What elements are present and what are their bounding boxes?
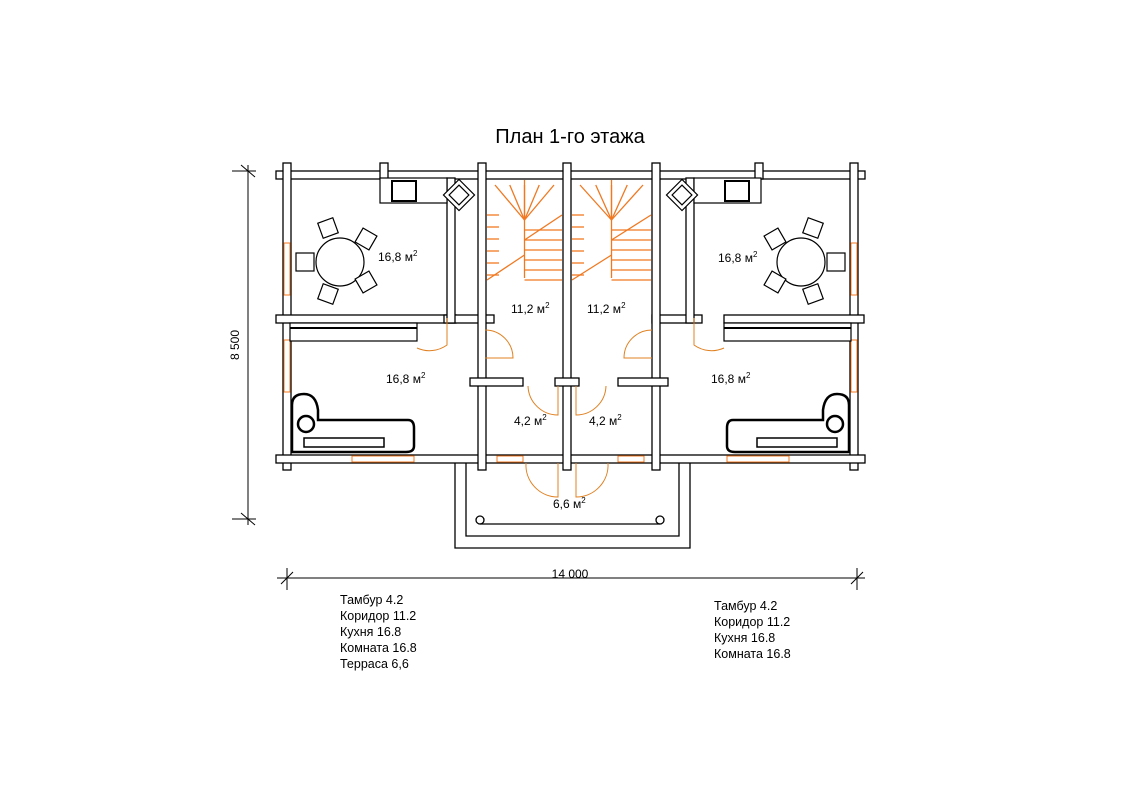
legend-right: Тамбур 4.2 Коридор 11.2 Кухня 16.8 Комна… xyxy=(714,598,791,662)
wall xyxy=(723,314,865,324)
legend-item: Кухня 16.8 xyxy=(714,631,776,645)
room-label-room-right: 16,8 м xyxy=(711,372,746,386)
room-label-corridor-left: 11,2 м xyxy=(511,302,545,316)
window xyxy=(351,455,415,463)
wall xyxy=(469,377,524,387)
sofa-right xyxy=(725,392,851,454)
legend-item: Комната 16.8 xyxy=(340,641,417,655)
terrace-frame xyxy=(454,463,691,549)
svg-text:16,8 м2: 16,8 м2 xyxy=(386,371,426,386)
room-label-kitchen-left: 16,8 м xyxy=(378,250,413,264)
stair-winder xyxy=(494,184,525,221)
stair-winder xyxy=(579,184,612,221)
svg-text:16,8 м2: 16,8 м2 xyxy=(711,371,751,386)
legend-item: Тамбур 4.2 xyxy=(714,599,778,613)
width-dimension: 14 000 xyxy=(552,567,589,581)
stair-winder xyxy=(611,184,644,221)
window xyxy=(726,455,790,463)
window xyxy=(850,339,858,393)
stair-winder xyxy=(486,254,525,281)
svg-text:11,2 м2: 11,2 м2 xyxy=(511,301,550,316)
room-label-terrace: 6,6 м xyxy=(553,497,581,511)
svg-text:6,6 м2: 6,6 м2 xyxy=(553,496,586,511)
windows xyxy=(283,242,858,463)
svg-text:4,2 м2: 4,2 м2 xyxy=(514,413,547,428)
wall xyxy=(562,162,572,471)
legend-item: Кухня 16.8 xyxy=(340,625,402,639)
stair-winder xyxy=(523,184,540,221)
room-label-corridor-right: 11,2 м xyxy=(587,302,621,316)
svg-text:11,2 м2: 11,2 м2 xyxy=(587,301,626,316)
stair-winder xyxy=(571,254,612,281)
wall xyxy=(617,377,669,387)
dimension-lines xyxy=(232,164,865,590)
window xyxy=(283,242,291,296)
kitchen-left-furniture xyxy=(289,177,476,342)
stair-winder xyxy=(524,214,563,241)
stair-winder xyxy=(509,184,526,221)
stair-winder xyxy=(611,214,652,241)
legend-item: Коридор 11.2 xyxy=(714,615,791,629)
room-label-tambur-right: 4,2 м xyxy=(589,414,617,428)
svg-text:4,2 м2: 4,2 м2 xyxy=(589,413,622,428)
room-label-room-left: 16,8 м xyxy=(386,372,421,386)
plan-title: План 1-го этажа xyxy=(495,126,645,148)
staircases xyxy=(486,180,652,281)
room-labels: 16,8 м2 16,8 м2 11,2 м2 11,2 м2 16,8 м2 … xyxy=(378,249,758,511)
stair-winder xyxy=(595,184,613,221)
window xyxy=(850,242,858,296)
svg-text:16,8 м2: 16,8 м2 xyxy=(378,249,418,264)
room-label-tambur-left: 4,2 м xyxy=(514,414,542,428)
wall xyxy=(477,162,487,471)
legend-item: Комната 16.8 xyxy=(714,647,791,661)
legend-left: Тамбур 4.2 Коридор 11.2 Кухня 16.8 Комна… xyxy=(340,592,417,672)
wall xyxy=(685,177,695,324)
wall xyxy=(446,177,456,324)
window xyxy=(496,455,524,463)
window xyxy=(283,339,291,393)
window xyxy=(617,455,645,463)
legend-item: Коридор 11.2 xyxy=(340,609,417,623)
sofa-left xyxy=(290,392,416,454)
wall xyxy=(754,162,764,180)
walls xyxy=(275,162,866,471)
wall xyxy=(651,162,661,471)
doors xyxy=(416,318,725,498)
room-label-kitchen-right: 16,8 м xyxy=(718,251,753,265)
furniture xyxy=(289,177,852,454)
wall xyxy=(443,314,495,324)
kitchen-right-furniture xyxy=(665,177,852,342)
legend-item: Терраса 6,6 xyxy=(340,657,409,671)
legend-item: Тамбур 4.2 xyxy=(340,593,404,607)
height-dimension: 8 500 xyxy=(228,330,242,360)
wall xyxy=(554,377,580,387)
wall xyxy=(275,314,457,324)
svg-text:16,8 м2: 16,8 м2 xyxy=(718,250,758,265)
stair-winder xyxy=(524,184,555,221)
wall xyxy=(379,162,389,180)
stair-winder xyxy=(610,184,628,221)
